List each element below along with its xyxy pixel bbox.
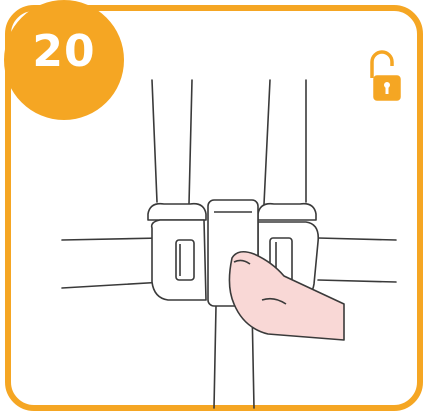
- unlocked-padlock-icon: [370, 50, 401, 101]
- step-number: 20: [32, 26, 96, 77]
- left-buckle-tongue: [147, 202, 207, 301]
- pressing-hand: [228, 250, 345, 341]
- step-badge: [4, 0, 124, 120]
